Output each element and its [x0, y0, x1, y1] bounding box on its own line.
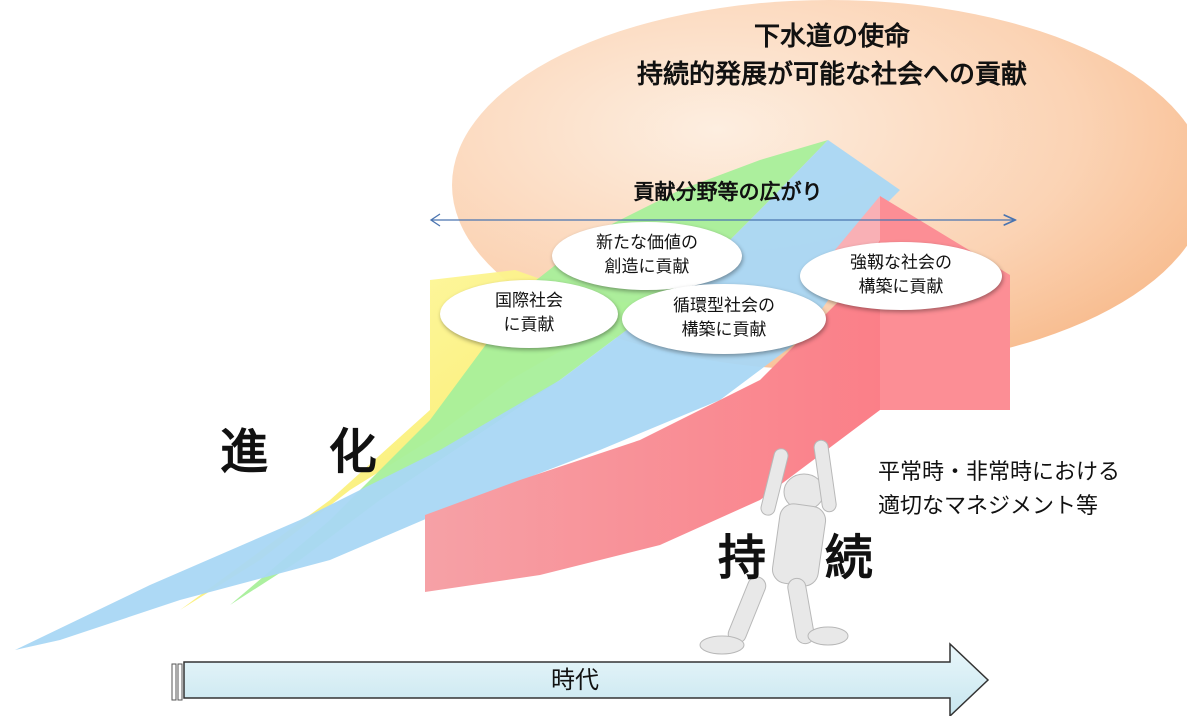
bubble-line: に貢献 — [503, 315, 555, 335]
bubble-line: 構築に貢献 — [858, 277, 944, 297]
spread-arrow-left-head — [429, 213, 441, 227]
bubble-new-value: 新たな価値の 創造に貢献 — [552, 222, 742, 290]
mannequin-figure — [699, 439, 849, 655]
timeline-label: 時代 — [551, 666, 599, 694]
band-red — [425, 240, 880, 592]
sustain-char: 持 — [718, 530, 767, 586]
spread-label: 貢献分野等の広がり — [633, 180, 823, 204]
mission-subtitle: 持続的発展が可能な社会への貢献 — [636, 60, 1028, 90]
management-line: 適切なマネジメント等 — [878, 494, 1099, 520]
band-blue — [15, 140, 900, 650]
management-note: 平常時・非常時における 適切なマネジメント等 — [878, 456, 1120, 524]
bubble-resilient: 強靱な社会の 構築に貢献 — [800, 242, 1002, 310]
evolution-label: 進 化 — [220, 412, 377, 482]
bubble-line: 創造に貢献 — [604, 257, 690, 277]
bubble-line: 構築に貢献 — [681, 320, 767, 340]
sustain-label: 持 続 — [718, 518, 873, 588]
bubble-line: 国際社会 — [495, 291, 563, 312]
evolution-char: 化 — [328, 424, 377, 480]
bubble-line: 循環型社会の — [673, 296, 775, 317]
timeline-arrow — [171, 642, 990, 718]
bubble-international: 国際社会 に貢献 — [440, 280, 618, 348]
bubble-line: 強靱な社会の — [850, 253, 952, 274]
bubble-circular: 循環型社会の 構築に貢献 — [622, 284, 826, 354]
mission-title: 下水道の使命 — [753, 22, 911, 52]
sustain-char: 続 — [824, 530, 873, 586]
bubble-line: 新たな価値の — [596, 233, 698, 254]
management-line: 平常時・非常時における — [878, 460, 1121, 485]
evolution-char: 進 — [220, 424, 269, 480]
